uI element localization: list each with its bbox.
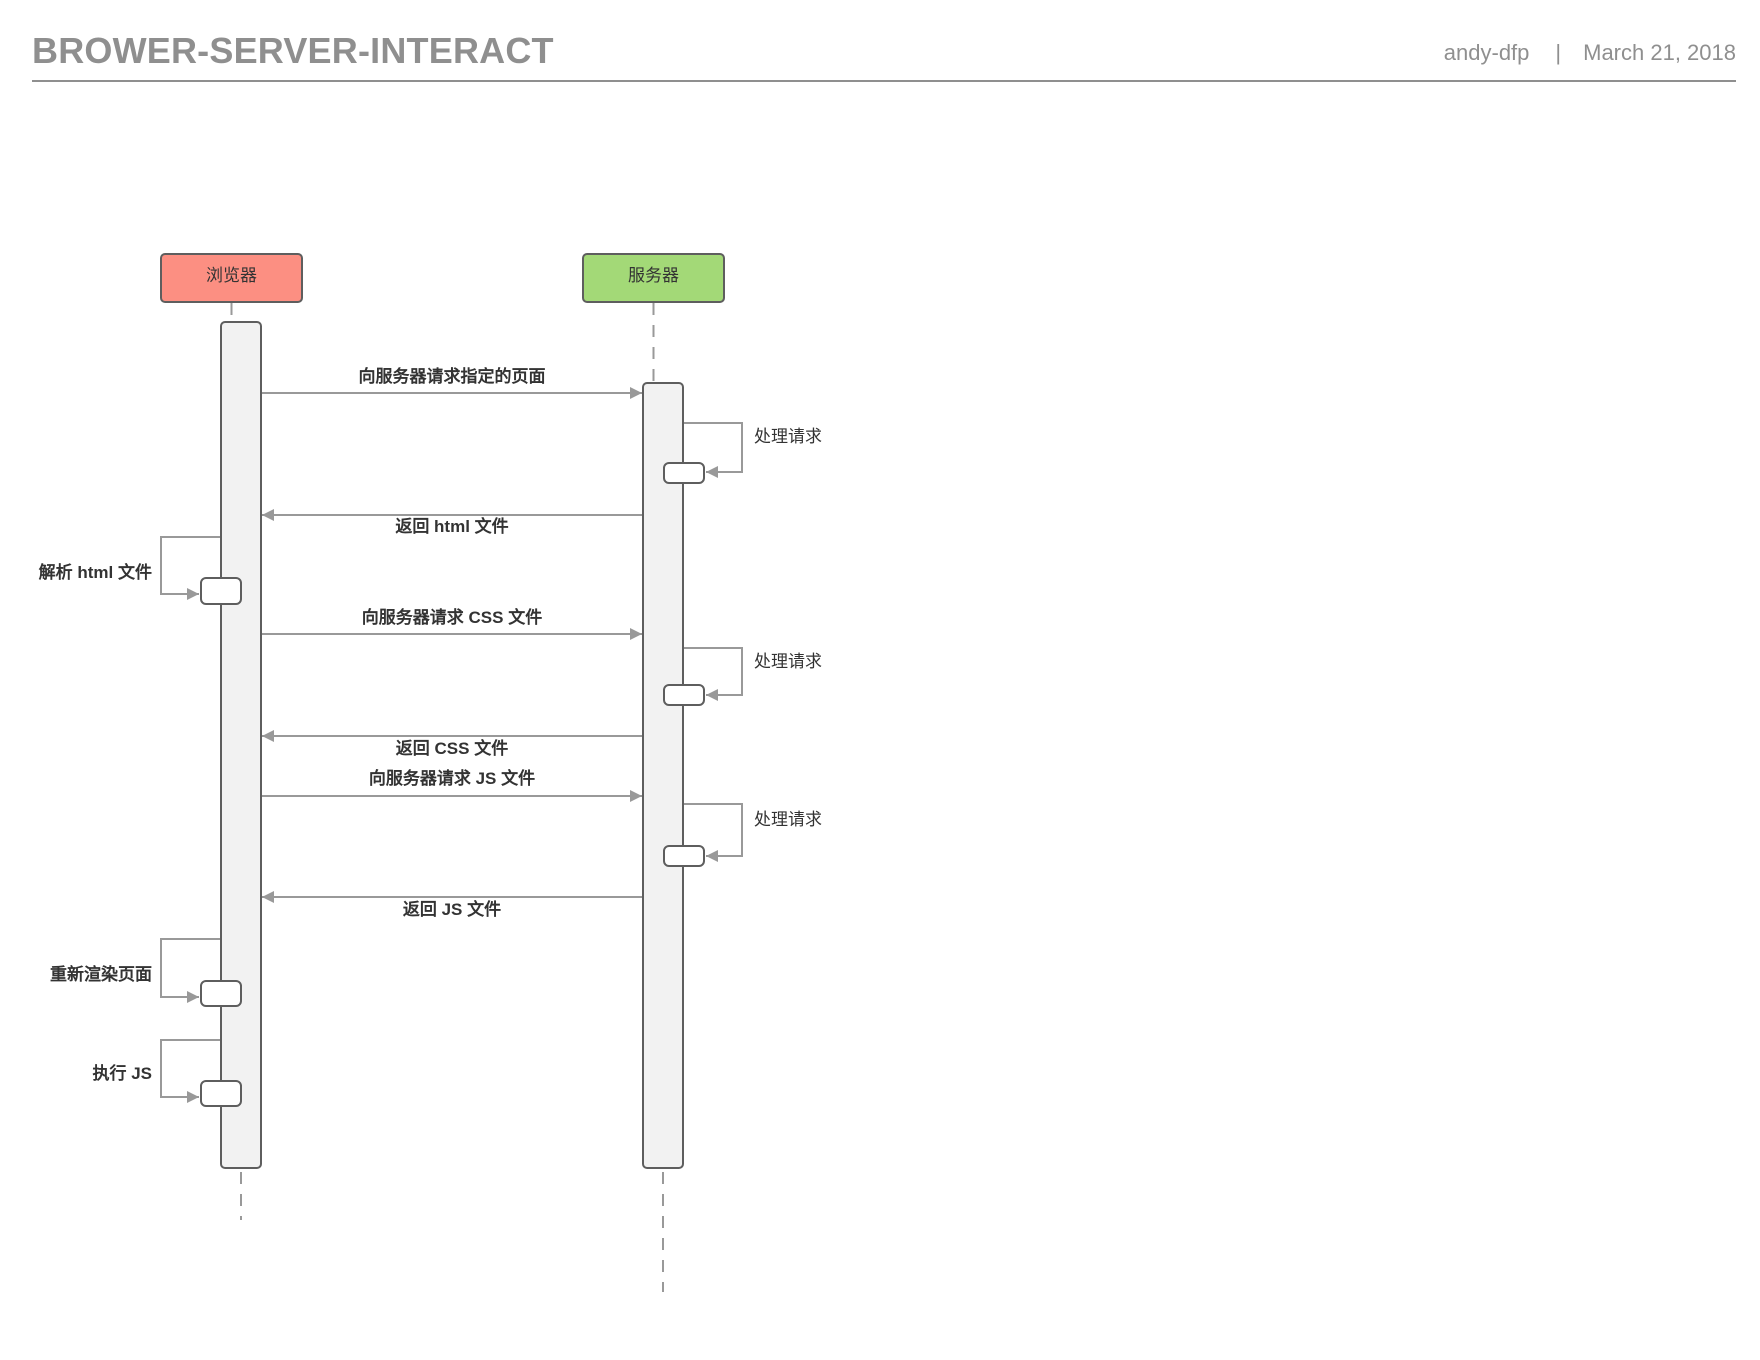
self-message-process-request-2 bbox=[684, 647, 743, 701]
self-message-execute-js bbox=[160, 1039, 220, 1103]
message-label-return-css: 返回 CSS 文件 bbox=[396, 738, 508, 758]
self-activation-browser-1 bbox=[200, 577, 242, 605]
meta-separator: | bbox=[1555, 40, 1562, 65]
self-activation-browser-2 bbox=[200, 980, 242, 1007]
page-title: BROWER-SERVER-INTERACT bbox=[32, 30, 554, 71]
document-meta: andy-dfp | March 21, 2018 bbox=[1444, 40, 1736, 66]
self-activation-server-3 bbox=[663, 845, 705, 867]
activation-bar-server bbox=[642, 382, 684, 1169]
self-message-label-rerender-page: 重新渲染页面 bbox=[50, 964, 152, 984]
message-label-request-css: 向服务器请求 CSS 文件 bbox=[362, 607, 542, 627]
author-label: andy-dfp bbox=[1443, 40, 1530, 65]
message-label-request-js: 向服务器请求 JS 文件 bbox=[369, 768, 535, 788]
message-label-return-html: 返回 html 文件 bbox=[395, 516, 508, 536]
self-message-label-process-request-2: 处理请求 bbox=[754, 652, 822, 671]
date-label: March 21, 2018 bbox=[1583, 40, 1736, 65]
participant-label-server: 服务器 bbox=[628, 266, 679, 285]
self-message-label-process-request-1: 处理请求 bbox=[754, 427, 822, 446]
message-label-return-js: 返回 JS 文件 bbox=[403, 899, 501, 919]
self-message-label-process-request-3: 处理请求 bbox=[754, 810, 822, 829]
document-header: BROWER-SERVER-INTERACT andy-dfp | March 21… bbox=[32, 28, 1736, 82]
self-message-process-request-3 bbox=[684, 803, 743, 862]
self-message-process-request-1 bbox=[684, 422, 743, 478]
self-message-label-parse-html: 解析 html 文件 bbox=[39, 562, 152, 582]
self-activation-server-2 bbox=[663, 684, 705, 706]
activation-bar-browser bbox=[220, 321, 262, 1169]
message-label-request-page: 向服务器请求指定的页面 bbox=[359, 366, 546, 386]
participant-label-browser: 浏览器 bbox=[206, 266, 257, 285]
participant-browser: 浏览器 bbox=[160, 253, 303, 303]
self-activation-browser-3 bbox=[200, 1080, 242, 1107]
self-message-rerender-page bbox=[160, 938, 220, 1003]
self-message-label-execute-js: 执行 JS bbox=[92, 1063, 152, 1083]
participant-server: 服务器 bbox=[582, 253, 725, 303]
header-divider bbox=[32, 80, 1736, 82]
participant-box-browser bbox=[160, 253, 303, 303]
participant-box-server bbox=[582, 253, 725, 303]
self-activation-server-1 bbox=[663, 462, 705, 484]
self-message-parse-html bbox=[160, 536, 220, 600]
